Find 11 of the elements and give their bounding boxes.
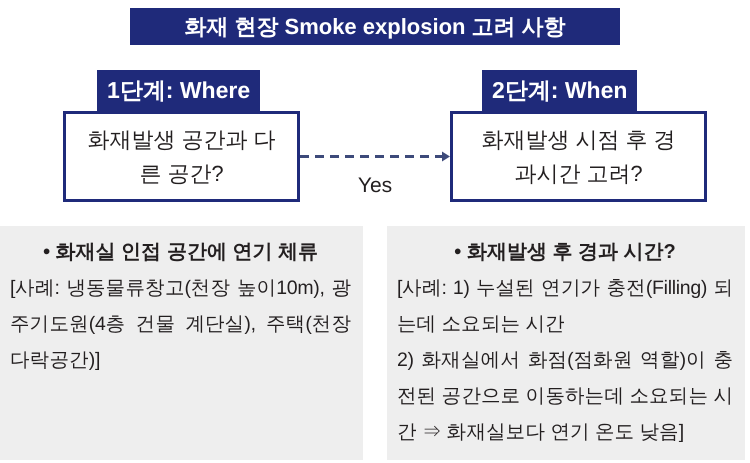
step-tab: 1단계: Where (97, 70, 260, 111)
step-tab: 2단계: When (482, 70, 638, 111)
question-box: 화재발생 시점 후 경과시간 고려? (450, 111, 707, 202)
bullet-heading: • 화재발생 후 경과 시간? (453, 240, 677, 265)
title-banner: 화재 현장 Smoke explosion 고려 사항 (130, 8, 620, 45)
example-text: [사례: 1) 누설된 연기가 충전(Filling) 되는데 소요되는 시간 (397, 276, 733, 337)
bullet-heading: • 화재실 인접 공간에 연기 체류 (42, 240, 319, 265)
arrow (300, 152, 450, 162)
example-text: 2) 화재실에서 화점(점화원 역할)이 충전된 공간으로 이동하는데 소요되는 시간 ⇒ 화재실보다 연기 온도 낮음] (397, 348, 733, 445)
example-text: [사례: 냉동물류창고(천장 높이10m), 광주기도원(4층 건물 계단실), 주택(천장다락공간)] (10, 276, 351, 373)
question-box: 화재발생 공간과 다른 공간? (63, 111, 300, 202)
